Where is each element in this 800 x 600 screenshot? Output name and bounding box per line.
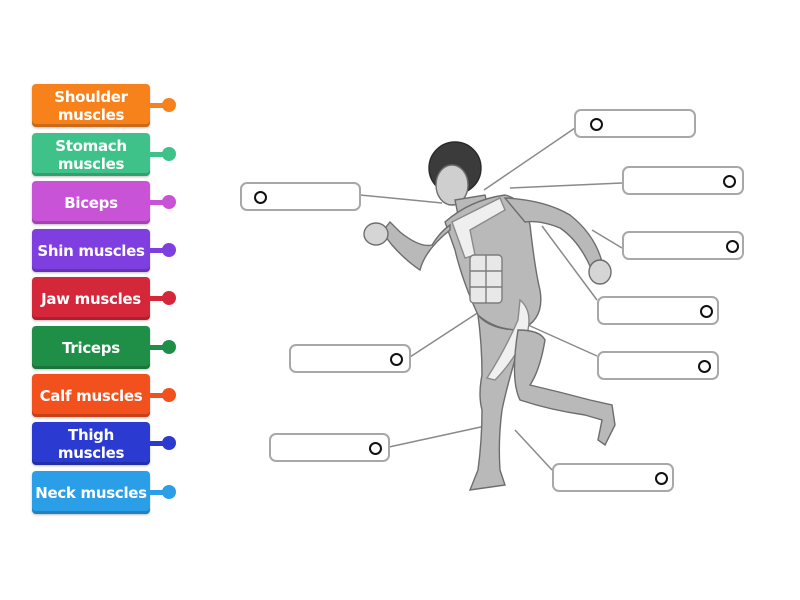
drop-zone-thigh[interactable]	[597, 351, 719, 380]
anchor-dot-icon	[700, 305, 713, 318]
drop-zone-shin[interactable]	[269, 433, 390, 462]
anchor-dot-icon	[390, 353, 403, 366]
label-tile-shin-muscles[interactable]: Shin muscles	[32, 229, 176, 272]
drag-knob-icon[interactable]	[162, 485, 176, 499]
label-text: Biceps	[64, 193, 118, 212]
label-tile-calf-muscles[interactable]: Calf muscles	[32, 374, 176, 417]
connector-icon	[150, 103, 164, 108]
anchor-dot-icon	[590, 118, 603, 131]
drag-knob-icon[interactable]	[162, 243, 176, 257]
drag-knob-icon[interactable]	[162, 340, 176, 354]
anchor-dot-icon	[723, 175, 736, 188]
connector-icon	[150, 152, 164, 157]
connector-icon	[150, 441, 164, 446]
leader-lines	[359, 127, 623, 471]
anchor-dot-icon	[369, 442, 382, 455]
label-tile-triceps[interactable]: Triceps	[32, 326, 176, 369]
drop-zone-triceps[interactable]	[622, 231, 744, 260]
label-text: Calf muscles	[39, 386, 143, 405]
drop-zone-shoulder[interactable]	[622, 166, 744, 195]
drag-knob-icon[interactable]	[162, 291, 176, 305]
label-tile-neck-muscles[interactable]: Neck muscles	[32, 471, 176, 514]
drop-zone-biceps[interactable]	[597, 296, 719, 325]
drag-knob-icon[interactable]	[162, 436, 176, 450]
drag-knob-icon[interactable]	[162, 388, 176, 402]
muscular-figure	[363, 141, 616, 491]
connector-icon	[150, 393, 164, 398]
connector-icon	[150, 345, 164, 350]
label-text: Jaw muscles	[41, 289, 141, 308]
anchor-dot-icon	[254, 191, 267, 204]
drop-zone-stomach[interactable]	[289, 344, 411, 373]
connector-icon	[150, 248, 164, 253]
drag-knob-icon[interactable]	[162, 195, 176, 209]
drag-knob-icon[interactable]	[162, 98, 176, 112]
anchor-dot-icon	[655, 472, 668, 485]
drop-zone-calf[interactable]	[552, 463, 674, 492]
label-text: Shin muscles	[37, 241, 145, 260]
drop-zone-jaw[interactable]	[240, 182, 361, 211]
connector-icon	[150, 200, 164, 205]
drag-knob-icon[interactable]	[162, 147, 176, 161]
label-tile-biceps[interactable]: Biceps	[32, 181, 176, 224]
connector-icon	[150, 490, 164, 495]
connector-icon	[150, 296, 164, 301]
drop-zone-neck[interactable]	[574, 109, 696, 138]
label-text: Triceps	[62, 338, 120, 357]
label-text: Neck muscles	[35, 483, 147, 502]
anchor-dot-icon	[698, 360, 711, 373]
anchor-dot-icon	[726, 240, 739, 253]
label-tile-jaw-muscles[interactable]: Jaw muscles	[32, 277, 176, 320]
